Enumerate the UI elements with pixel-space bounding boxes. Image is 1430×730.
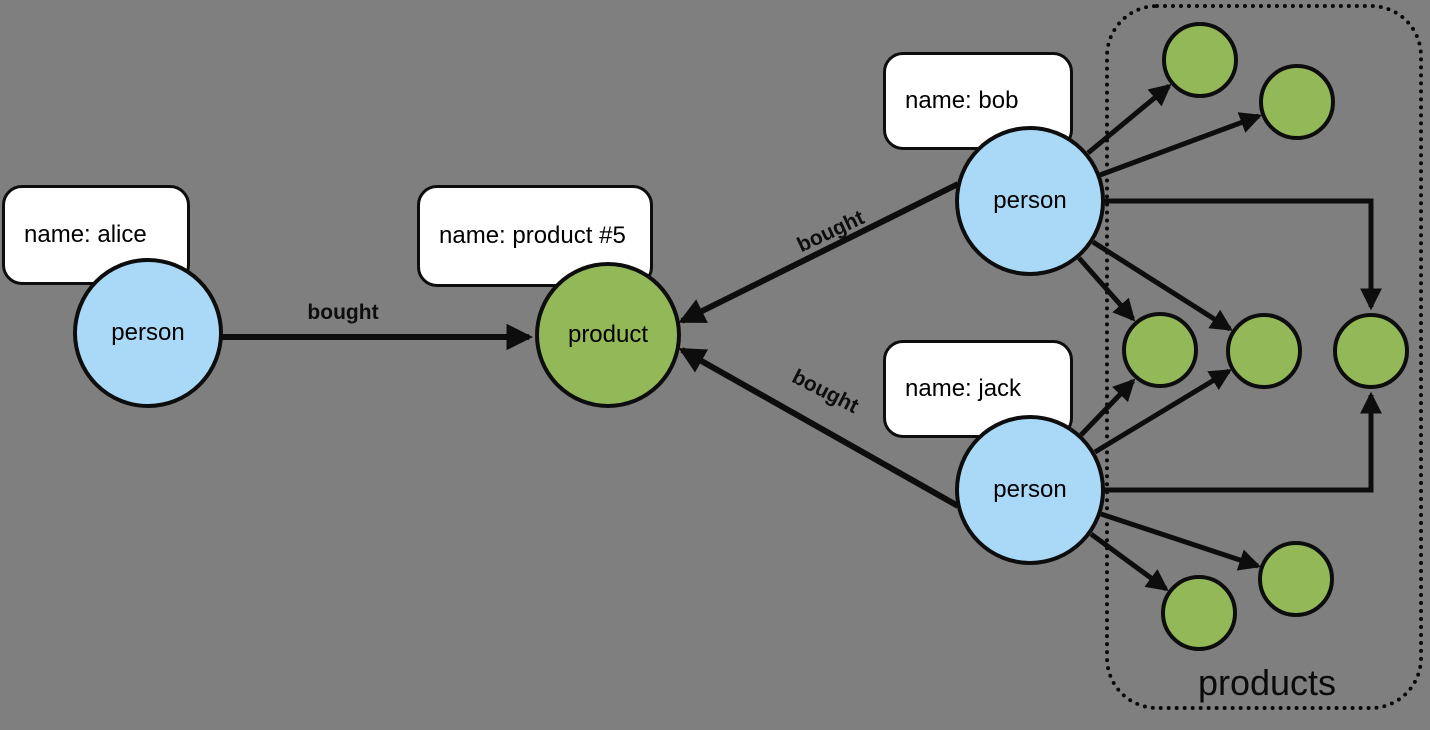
product-node-small-6 [1161,575,1237,651]
product-node-small-5 [1333,313,1409,389]
node-label-product5: product [567,321,649,348]
product-node-small-4 [1226,313,1302,389]
product-node-small-7 [1258,541,1334,617]
property-text-jack: name: jack [905,375,1022,402]
edge-jack-product-4 [1089,531,1169,592]
node-label-jack: person [993,476,1067,503]
edge-bob-product-1 [1086,83,1172,155]
node-label-alice: person [111,319,185,346]
edge-jack-product-1 [1079,378,1136,437]
edge-bob-bought-product [678,181,960,324]
person-node-bob: person [955,126,1105,276]
property-box-alice: name: alice [2,185,190,285]
edge-jack-bought-product [678,347,960,509]
product-node-small-3 [1122,312,1198,388]
property-box-product: name: product #5 [417,185,653,287]
products-group-box [1105,4,1423,710]
person-node-jack: person [955,415,1105,565]
edge-bob-product-4 [1091,239,1233,332]
product-node-product5: product [535,262,681,408]
edge-label-alice-bought: bought [307,301,379,324]
edge-jack-product-2 [1093,368,1232,455]
products-group-label: products [1197,662,1337,703]
product-node-small-1 [1162,22,1238,98]
property-text-bob: name: bob [905,87,1019,114]
edge-bob-product-2 [1099,112,1263,178]
edge-bob-product-3 [1077,256,1136,322]
edge-jack-product-3-elbow [1104,391,1383,493]
product-node-small-2 [1259,64,1335,140]
property-text-alice: name: alice [24,221,147,248]
edge-jack-product-5 [1100,511,1262,571]
edge-bob-product-5-elbow [1104,198,1383,311]
node-label-bob: person [993,187,1067,214]
person-node-alice: person [73,258,223,408]
property-text-product: name: product #5 [439,222,626,249]
